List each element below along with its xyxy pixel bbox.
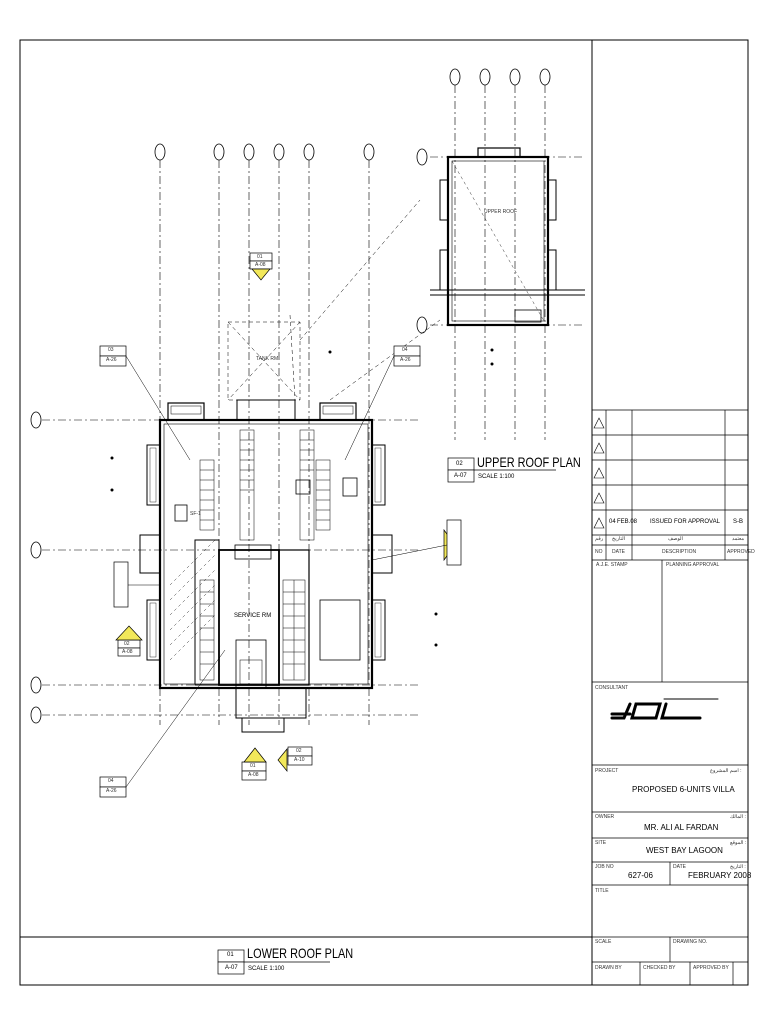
marker-side-boxes — [113, 519, 462, 608]
rev-date-header: DATE — [612, 549, 625, 555]
site-label: SITE — [595, 840, 607, 846]
job-label: JOB NO — [595, 864, 614, 870]
title-block-lines — [592, 409, 748, 985]
marker-sheet: A-08 — [122, 649, 133, 655]
plan-title-frames — [217, 457, 556, 975]
project-label-ar: اسم المشروع : — [710, 768, 742, 774]
upper-plan-scale: SCALE 1:100 — [478, 474, 515, 480]
grid-bubbles-lower — [30, 143, 375, 724]
lower-plan-title: LOWER ROOF PLAN — [247, 945, 354, 961]
marker-number: 01 — [250, 763, 256, 769]
leader-lines — [125, 355, 448, 788]
aje-stamp-label: A.J.E. STAMP — [596, 562, 628, 568]
revision-triangles — [593, 417, 605, 529]
upper-roof-label: UPPER ROOF — [484, 209, 518, 215]
rev-no-ar: رقم — [595, 536, 604, 542]
date-label: DATE — [673, 864, 686, 870]
marker-sheet: A-26 — [106, 788, 117, 794]
approved-by-label: APPROVED BY — [693, 965, 729, 971]
rev-date-ar: التاريخ — [612, 536, 625, 542]
rev-desc-ar: الوصف — [668, 536, 683, 542]
level-notes — [110, 348, 494, 647]
drawn-by-label: DRAWN BY — [595, 965, 622, 971]
site-label-ar: الموقع : — [730, 840, 747, 846]
service-room-label: SERVICE RM — [234, 613, 272, 619]
sf1-label: SF-1 — [190, 511, 201, 517]
marker-number: 04 — [402, 347, 408, 353]
marker-number: 03 — [108, 347, 114, 353]
project-name: PROPOSED 6-UNITS VILLA — [632, 785, 735, 794]
marker-number: 02 — [124, 641, 130, 647]
job-number: 627-06 — [628, 871, 653, 880]
lower-plan-sheet: A-07 — [225, 965, 238, 971]
owner-label: OWNER — [595, 814, 615, 820]
marker-sheet: A-26 — [400, 357, 411, 363]
upper-plan-number: 02 — [456, 461, 463, 467]
tank-room-label: TANK RM — [256, 356, 279, 362]
lower-plan-scale: SCALE 1:100 — [248, 966, 285, 972]
rev-approved-ar: معتمد — [732, 536, 745, 542]
drawing-no-label: DRAWING NO. — [673, 939, 708, 945]
marker-sheet: A-08 — [255, 262, 266, 268]
marker-sheet: A-10 — [294, 757, 305, 763]
title-label: TITLE — [595, 888, 609, 894]
owner-label-ar: المالك : — [730, 814, 746, 820]
upper-plan-title: UPPER ROOF PLAN — [477, 454, 581, 470]
marker-number: 01 — [257, 254, 263, 260]
marker-sheet: A-08 — [248, 772, 259, 778]
lower-plan-number: 01 — [227, 952, 234, 958]
projection-lines — [227, 199, 441, 401]
rev-approved-header: APPROVED — [727, 549, 755, 555]
revision-no: 04 — [609, 519, 616, 525]
planning-approval-label: PLANNING APPROVAL — [666, 562, 720, 568]
site-name: WEST BAY LAGOON — [646, 846, 723, 855]
rev-no-header: NO — [595, 549, 603, 555]
revision-approved: S-B — [733, 519, 744, 525]
marker-number: 04 — [108, 778, 114, 784]
marker-triangles — [115, 268, 456, 772]
scale-label: SCALE — [595, 939, 612, 945]
upper-roof-building — [430, 147, 585, 327]
project-label: PROJECT — [595, 768, 619, 774]
date-value: FEBRUARY 2008 — [688, 871, 752, 880]
consultant-logo-icon — [610, 698, 719, 720]
upper-plan-sheet: A-07 — [454, 473, 467, 479]
date-label-ar: التاريخ : — [730, 864, 746, 870]
checked-by-label: CHECKED BY — [643, 965, 676, 971]
grid-lines-upper — [430, 85, 585, 440]
marker-sheet: A-26 — [106, 357, 117, 363]
consultant-label: CONSULTANT — [595, 685, 629, 691]
grid-bubbles-upper — [416, 68, 551, 334]
owner-name: MR. ALI AL FARDAN — [644, 823, 719, 832]
lower-roof-building — [139, 399, 393, 733]
marker-frames — [99, 252, 421, 798]
grid-lines-lower — [42, 160, 418, 725]
revision-date: FEB.08 — [617, 519, 638, 525]
marker-number: 02 — [296, 748, 302, 754]
rev-desc-header: DESCRIPTION — [662, 549, 697, 555]
revision-description: ISSUED FOR APPROVAL — [650, 519, 720, 525]
